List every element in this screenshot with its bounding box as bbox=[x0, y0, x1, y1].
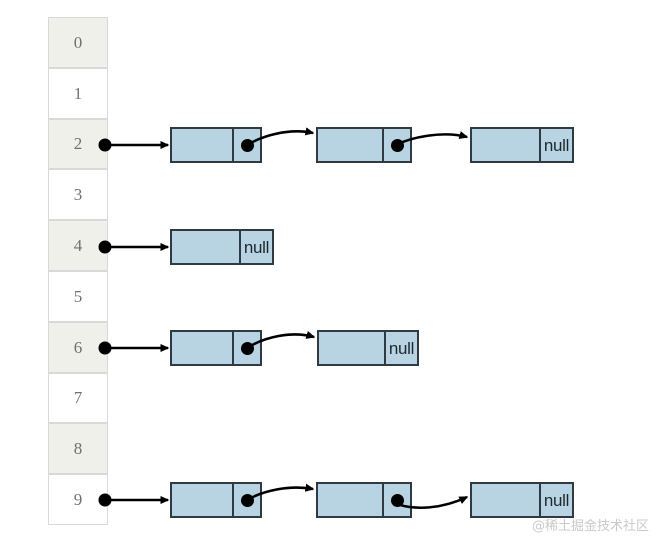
bucket-index-label: 0 bbox=[73, 32, 83, 52]
bucket-cell-3: 3 bbox=[48, 169, 108, 221]
null-label: null bbox=[243, 237, 270, 257]
pointer-dot-icon bbox=[240, 341, 254, 355]
bucket-index-label: 3 bbox=[73, 185, 83, 205]
node-next-cell bbox=[232, 484, 260, 516]
bucket-cell-4: 4 bbox=[48, 220, 108, 271]
chain-9-node-2 bbox=[316, 482, 412, 518]
node-next-cell bbox=[232, 332, 260, 364]
chain-6-node-1 bbox=[170, 330, 262, 366]
bucket-index-label: 7 bbox=[73, 388, 83, 408]
chain-2-node-2 bbox=[316, 127, 412, 163]
node-data-cell bbox=[172, 129, 232, 161]
bucket-index-label: 5 bbox=[73, 286, 83, 306]
node-next-cell-null: null bbox=[539, 484, 572, 516]
null-label: null bbox=[543, 490, 570, 510]
watermark-text: @稀土掘金技术社区 bbox=[531, 519, 649, 534]
pointer-dot-icon bbox=[390, 493, 404, 507]
chain-6-node-2: null bbox=[317, 330, 419, 366]
node-next-cell bbox=[382, 484, 410, 516]
node-data-cell bbox=[472, 129, 539, 161]
chain-2-node-3: null bbox=[470, 127, 574, 163]
bucket-cell-9: 9 bbox=[48, 474, 108, 525]
node-data-cell bbox=[318, 484, 382, 516]
chain-2-node-1 bbox=[170, 127, 262, 163]
chain-4-node-1: null bbox=[170, 229, 274, 265]
bucket-index-label: 1 bbox=[73, 83, 83, 103]
bucket-index-label: 8 bbox=[73, 439, 83, 459]
bucket-array: 0 1 2 3 4 5 6 7 8 9 bbox=[48, 17, 108, 525]
bucket-cell-8: 8 bbox=[48, 423, 108, 475]
pointer-dot-icon bbox=[240, 138, 254, 152]
bucket-index-label: 9 bbox=[73, 490, 83, 510]
null-label: null bbox=[388, 338, 415, 358]
node-next-cell-null: null bbox=[384, 332, 417, 364]
node-data-cell bbox=[318, 129, 382, 161]
bucket-cell-0: 0 bbox=[48, 17, 108, 68]
bucket-cell-6: 6 bbox=[48, 321, 108, 373]
bucket-cell-5: 5 bbox=[48, 271, 108, 322]
pointer-dot-icon bbox=[240, 493, 254, 507]
pointer-dot-icon bbox=[390, 138, 404, 152]
node-next-cell bbox=[382, 129, 410, 161]
bucket-cell-7: 7 bbox=[48, 372, 108, 424]
node-data-cell bbox=[172, 231, 239, 263]
bucket-index-label: 6 bbox=[73, 337, 83, 357]
bucket-cell-2: 2 bbox=[48, 118, 108, 170]
node-data-cell bbox=[472, 484, 539, 516]
node-next-cell-null: null bbox=[539, 129, 572, 161]
node-next-cell bbox=[232, 129, 260, 161]
node-data-cell bbox=[172, 332, 232, 364]
chain-9-node-3: null bbox=[470, 482, 574, 518]
bucket-cell-1: 1 bbox=[48, 67, 108, 119]
node-data-cell bbox=[319, 332, 384, 364]
chain-9-node-1 bbox=[170, 482, 262, 518]
node-data-cell bbox=[172, 484, 232, 516]
bucket-index-label: 4 bbox=[73, 236, 83, 256]
null-label: null bbox=[543, 135, 570, 155]
bucket-index-label: 2 bbox=[73, 134, 83, 154]
node-next-cell-null: null bbox=[239, 231, 272, 263]
